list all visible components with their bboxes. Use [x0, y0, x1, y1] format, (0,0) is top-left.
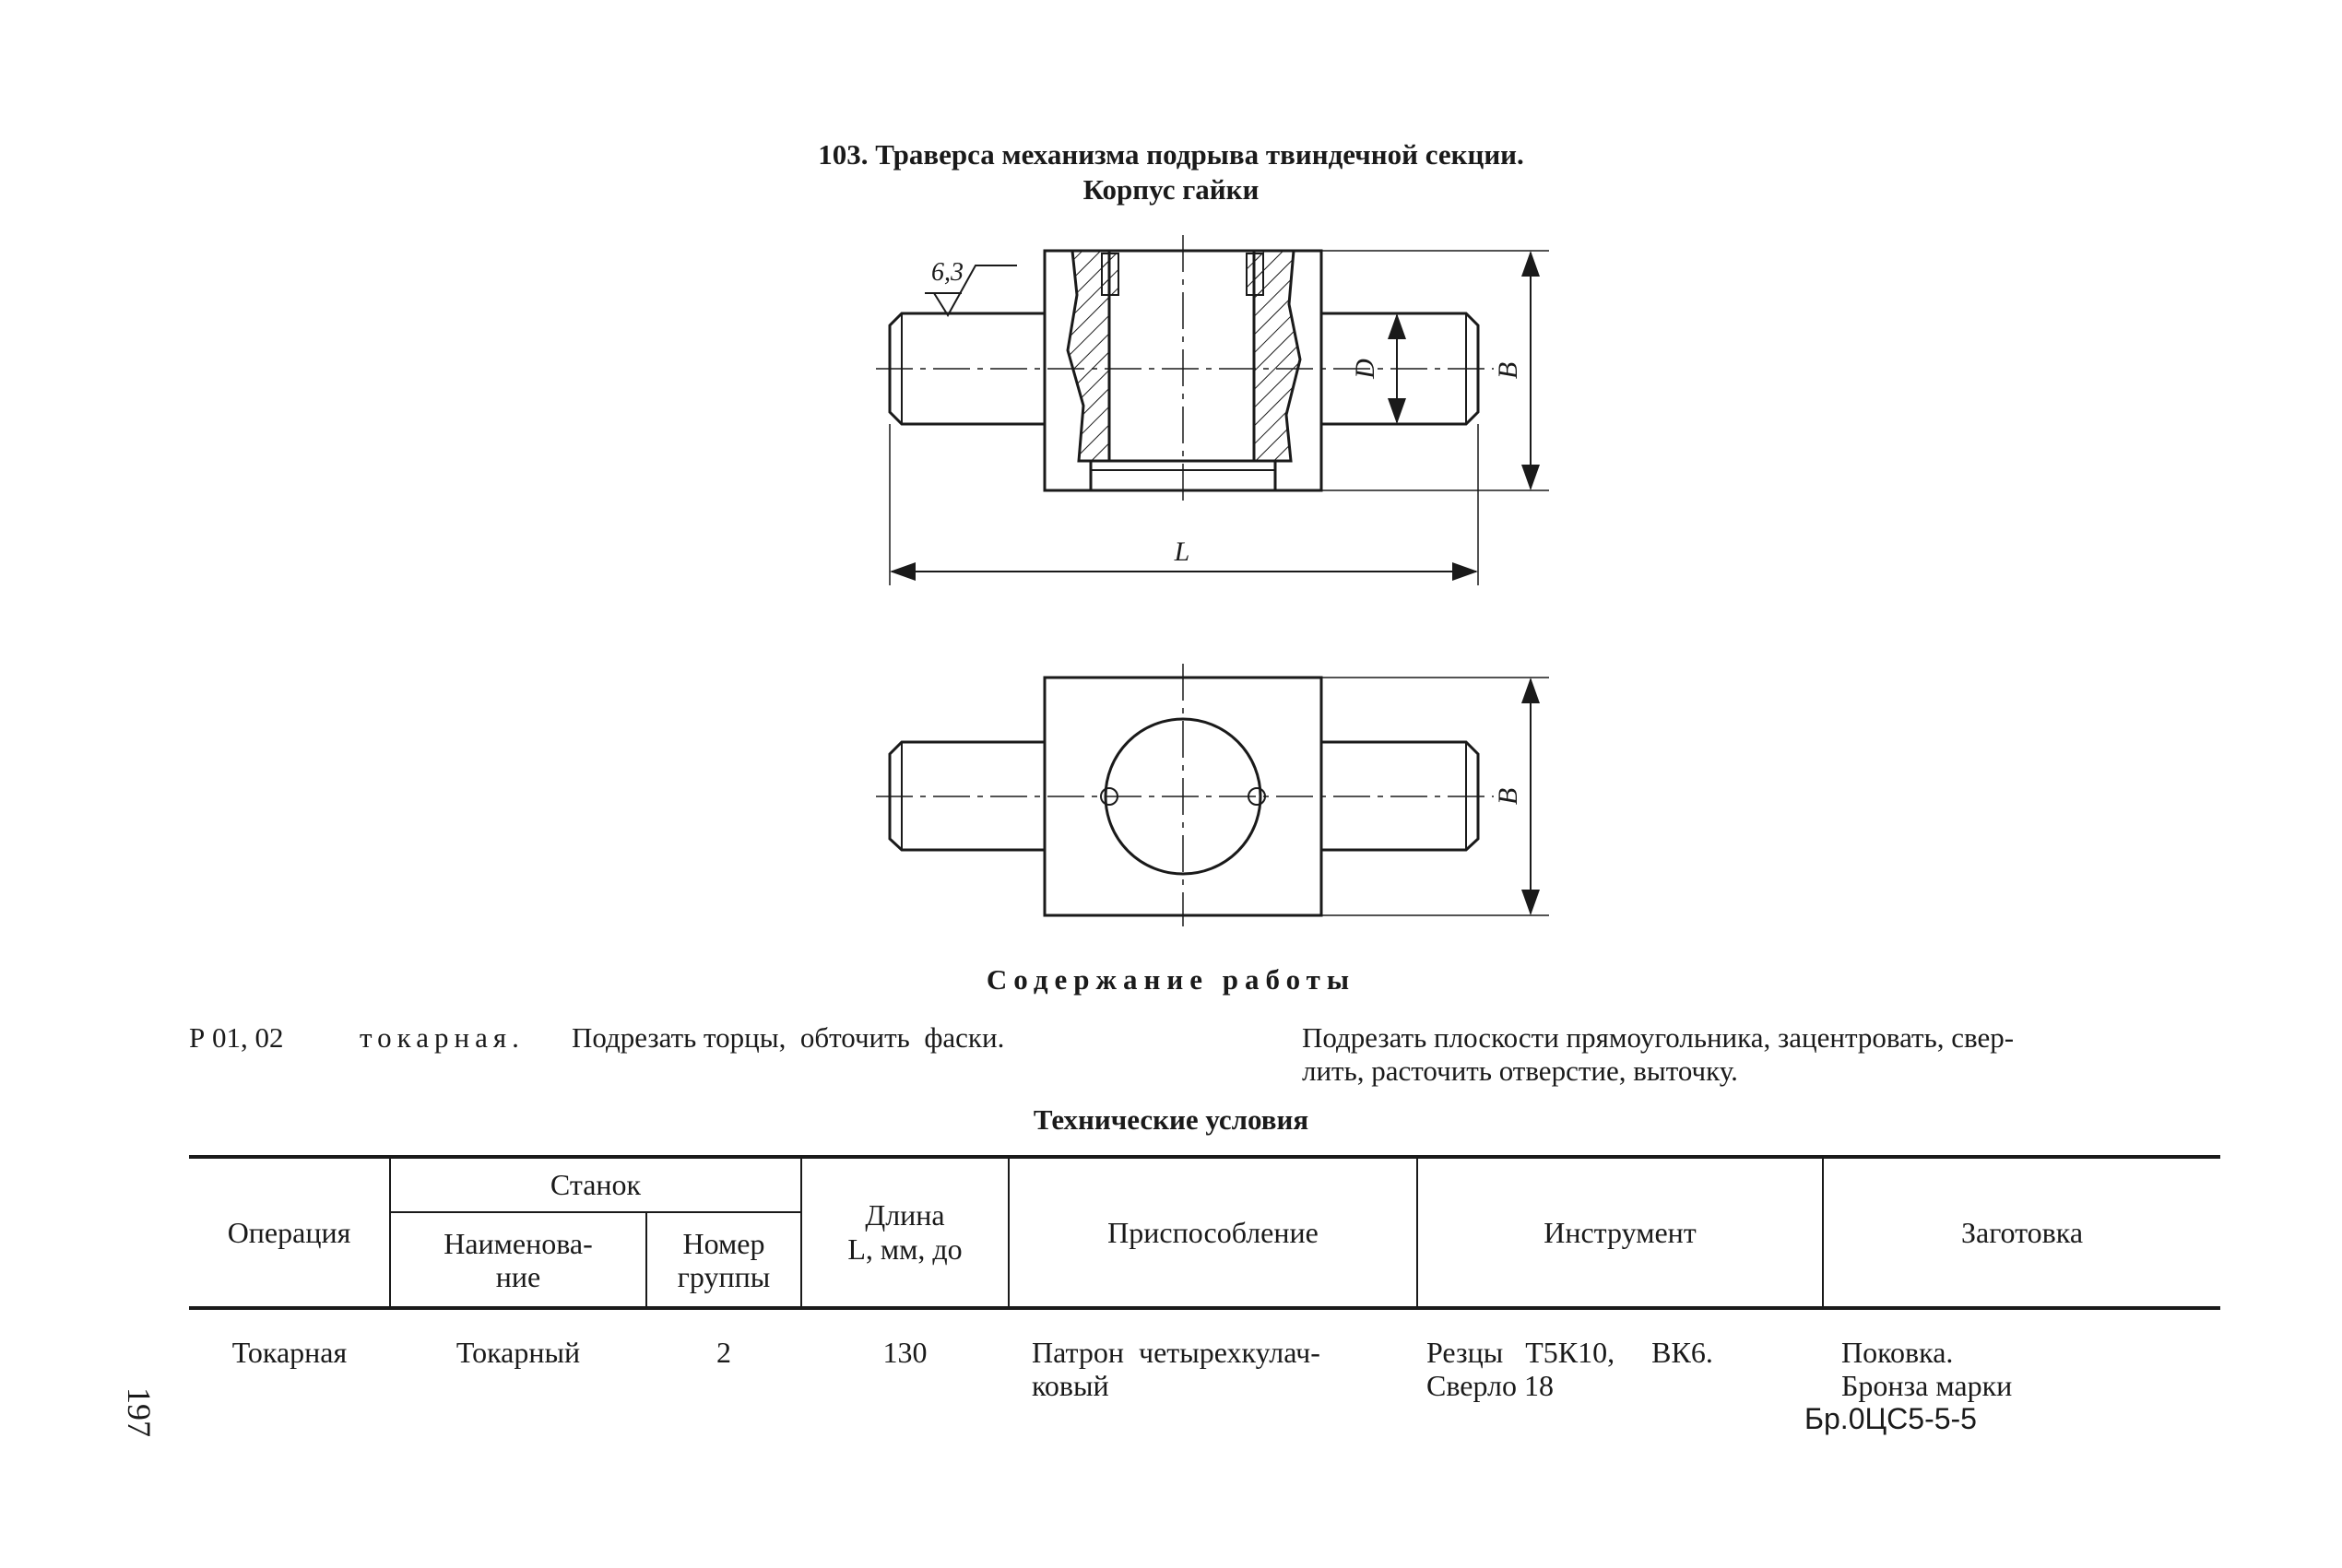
page-subtitle: Корпус гайки — [1082, 173, 1260, 206]
specs-table: Операция Станок Длина L, мм, до Приспосо… — [189, 1155, 2220, 1435]
cell-length: 130 — [882, 1336, 928, 1369]
col-fixture: Приспособление — [1009, 1157, 1418, 1310]
specs-title: Технические условия — [1033, 1103, 1309, 1136]
cell-operation: Токарная — [231, 1336, 348, 1369]
page-title: 103. Траверса механизма подрыва твиндечн… — [818, 138, 1524, 171]
cell-fixture-line2: ковый — [1032, 1369, 1109, 1402]
cell-tool-line2: Сверло 18 — [1426, 1369, 1555, 1402]
dim-b-label-bottom: B — [1493, 788, 1523, 805]
work-left-text: Подрезать торцы, обточить фаски. — [572, 1021, 1005, 1054]
roughness-label: 6,3 — [931, 258, 964, 287]
dim-b-label-top: B — [1493, 362, 1523, 379]
col-blank: Заготовка — [1823, 1157, 2220, 1310]
work-right-line1: Подрезать плоскости прямоугольника, заце… — [1302, 1021, 2015, 1054]
cell-blank: Поковка. Бронза марки Бр.0ЦС5-5-5 — [1804, 1308, 2220, 1435]
col-machine-group: Номер группы — [646, 1212, 802, 1310]
cell-blank-line1: Поковка. — [1841, 1336, 1954, 1369]
centerlines-bottom — [876, 664, 1494, 926]
work-right-line2: лить, расточить отверстие, выточку. — [1302, 1055, 1738, 1087]
cell-fixture: Патрон четырехкулач- ковый — [1009, 1308, 1417, 1435]
content-heading: Содержание работы — [986, 963, 1356, 996]
col-tool: Инструмент — [1417, 1157, 1824, 1310]
dim-d-label: D — [1350, 359, 1380, 380]
col-length: Длина L, мм, до — [801, 1157, 1010, 1310]
cell-machine-name: Токарный — [455, 1336, 581, 1369]
col-operation: Операция — [189, 1157, 391, 1310]
section-view — [888, 249, 1480, 492]
cell-fixture-line1: Патрон четырехкулач- — [1032, 1336, 1320, 1369]
page-number: 197 — [121, 1387, 158, 1437]
cell-blank-line2: Бронза марки — [1841, 1369, 2013, 1402]
table-row: Токарная Токарный 2 130 Патрон четырехку… — [189, 1308, 2220, 1435]
dim-l-label: L — [1174, 536, 1190, 567]
cell-tool-line1: Резцы Т5К10, ВК6. — [1426, 1336, 1713, 1369]
col-machine-name: Наименова- ние — [390, 1212, 647, 1310]
col-machine: Станок — [390, 1157, 802, 1213]
cell-tool: Резцы Т5К10, ВК6. Сверло 18 — [1417, 1308, 1823, 1435]
cell-machine-group: 2 — [716, 1336, 731, 1369]
op-name: токарная. — [360, 1021, 525, 1054]
cell-blank-line3: Бр.0ЦС5-5-5 — [1804, 1402, 1977, 1435]
op-code: Р 01, 02 — [189, 1021, 284, 1054]
